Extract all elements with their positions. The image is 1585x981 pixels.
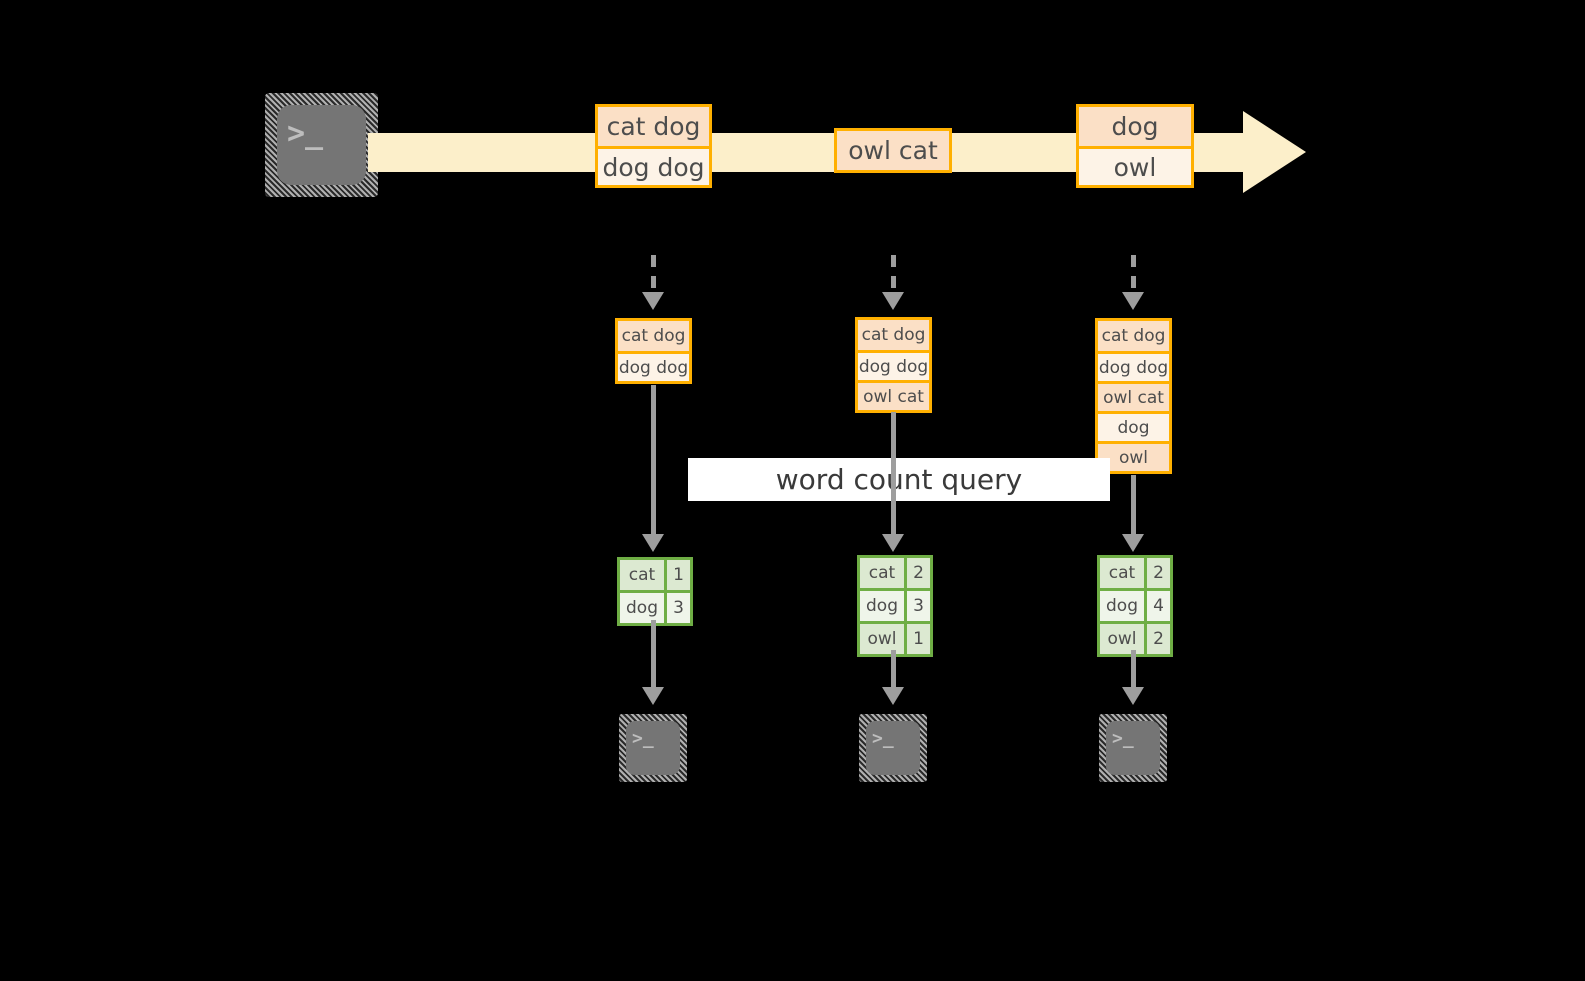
result-count: 1 (664, 560, 690, 590)
timeline-event-2: owl cat (834, 128, 952, 173)
query-connector-3 (1131, 475, 1136, 540)
terminal-prompt-glyph: >_ (872, 728, 894, 749)
table-row: owl 2 (1100, 621, 1170, 654)
state-line: cat dog (618, 321, 689, 351)
result-word: dog (1100, 591, 1145, 621)
sink-terminal-icon-1: >_ (619, 714, 687, 782)
dashed-connector-3 (1131, 255, 1136, 297)
timeline-event-1: cat dog dog dog (595, 104, 712, 188)
query-arrowhead-3-icon (1122, 534, 1144, 552)
sink-arrowhead-1-icon (642, 687, 664, 705)
state-stack-3: cat dog dog dog owl cat dog owl (1095, 318, 1172, 474)
query-label: word count query (688, 458, 1110, 501)
terminal-screen (866, 721, 920, 775)
result-word: cat (1100, 558, 1145, 588)
table-row: cat 1 (620, 560, 690, 590)
result-count: 1 (904, 624, 930, 654)
result-word: owl (860, 624, 905, 654)
result-word: cat (620, 560, 665, 590)
terminal-prompt-glyph: >_ (1112, 728, 1134, 749)
result-count: 2 (1144, 624, 1170, 654)
dashed-arrowhead-2-icon (882, 292, 904, 310)
state-line: cat dog (1098, 321, 1169, 351)
sink-arrowhead-3-icon (1122, 687, 1144, 705)
terminal-prompt-glyph: >_ (287, 116, 324, 151)
event-line: owl (1079, 146, 1191, 185)
table-row: dog 4 (1100, 588, 1170, 621)
result-count: 2 (1144, 558, 1170, 588)
table-row: cat 2 (860, 558, 930, 588)
timeline-event-3: dog owl (1076, 104, 1194, 188)
query-connector-1 (651, 385, 656, 540)
result-word: dog (620, 593, 665, 623)
terminal-screen (626, 721, 680, 775)
sink-connector-1 (651, 620, 656, 690)
terminal-screen (277, 105, 366, 185)
state-line: dog dog (858, 350, 929, 380)
dashed-arrowhead-3-icon (1122, 292, 1144, 310)
state-line: dog dog (1098, 351, 1169, 381)
result-word: owl (1100, 624, 1145, 654)
state-line: owl cat (858, 380, 929, 410)
result-table-3: cat 2 dog 4 owl 2 (1097, 555, 1173, 657)
result-table-1: cat 1 dog 3 (617, 557, 693, 626)
result-count: 3 (664, 593, 690, 623)
dashed-connector-2 (891, 255, 896, 297)
table-row: dog 3 (620, 590, 690, 623)
timeline-arrowhead-icon (1243, 111, 1306, 193)
event-line: dog (1079, 107, 1191, 146)
result-word: dog (860, 591, 905, 621)
sink-connector-2 (891, 650, 896, 690)
event-line: dog dog (598, 146, 709, 185)
state-line: owl cat (1098, 381, 1169, 411)
terminal-screen (1106, 721, 1160, 775)
dashed-connector-1 (651, 255, 656, 297)
state-line: cat dog (858, 320, 929, 350)
query-arrowhead-1-icon (642, 534, 664, 552)
table-row: cat 2 (1100, 558, 1170, 588)
state-stack-2: cat dog dog dog owl cat (855, 317, 932, 413)
source-terminal-icon: >_ (265, 93, 378, 197)
result-word: cat (860, 558, 905, 588)
table-row: dog 3 (860, 588, 930, 621)
sink-connector-3 (1131, 650, 1136, 690)
result-count: 3 (904, 591, 930, 621)
event-line: owl cat (837, 131, 949, 170)
state-stack-1: cat dog dog dog (615, 318, 692, 384)
sink-terminal-icon-3: >_ (1099, 714, 1167, 782)
query-arrowhead-2-icon (882, 534, 904, 552)
sink-terminal-icon-2: >_ (859, 714, 927, 782)
result-count: 4 (1144, 591, 1170, 621)
event-line: cat dog (598, 107, 709, 146)
query-connector-2 (891, 412, 896, 540)
sink-arrowhead-2-icon (882, 687, 904, 705)
result-table-2: cat 2 dog 3 owl 1 (857, 555, 933, 657)
table-row: owl 1 (860, 621, 930, 654)
terminal-prompt-glyph: >_ (632, 728, 654, 749)
dashed-arrowhead-1-icon (642, 292, 664, 310)
state-line: dog (1098, 411, 1169, 441)
result-count: 2 (904, 558, 930, 588)
state-line: dog dog (618, 351, 689, 381)
